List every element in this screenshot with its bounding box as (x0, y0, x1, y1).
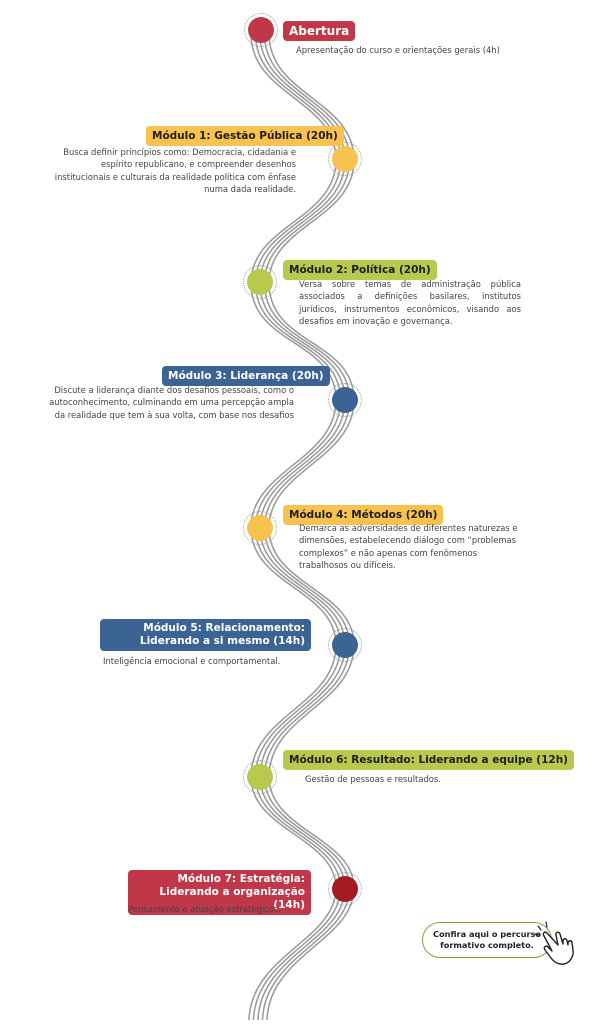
module-desc-modulo-3: Discute a liderança diante dos desafios … (49, 385, 294, 420)
timeline-node-modulo-3 (328, 383, 362, 417)
module-title-abertura: Abertura (283, 21, 356, 41)
timeline-node-modulo-5 (328, 628, 362, 662)
module-desc-modulo-2: Versa sobre temas de administração públi… (299, 279, 521, 327)
module-desc-abertura: Apresentação do curso e orientações gera… (296, 45, 500, 55)
module-title-modulo-7: Módulo 7: Estratégia: Liderando a organi… (128, 870, 311, 915)
timeline-node-modulo-4 (243, 511, 277, 545)
module-title-modulo-3: Módulo 3: Liderança (20h) (162, 366, 330, 386)
module-title-modulo-1: Módulo 1: Gestão Pública (20h) (146, 126, 344, 146)
module-desc-modulo-5: Inteligência emocional e comportamental. (103, 656, 281, 666)
module-title-modulo-5: Módulo 5: Relacionamento: Liderando a si… (100, 619, 311, 651)
cta-button[interactable]: Confira aqui o percurso formativo comple… (422, 922, 552, 958)
timeline-node-modulo-1 (328, 142, 362, 176)
module-title-modulo-4: Módulo 4: Métodos (20h) (283, 505, 444, 525)
module-desc-modulo-7: Pensamento e atuação estratégicos. (128, 904, 281, 914)
timeline-node-modulo-7 (328, 872, 362, 906)
module-title-modulo-2: Módulo 2: Política (20h) (283, 260, 437, 280)
timeline-node-modulo-2 (243, 265, 277, 299)
pointing-hand-icon (534, 921, 574, 965)
timeline-node-abertura (244, 13, 278, 47)
module-title-modulo-6: Módulo 6: Resultado: Liderando a equipe … (283, 750, 574, 770)
module-desc-modulo-4: Demarca as adversidades de diferentes na… (299, 523, 518, 571)
module-desc-modulo-6: Gestão de pessoas e resultados. (305, 774, 441, 784)
module-desc-modulo-1: Busca definir princípios como: Democraci… (54, 147, 296, 195)
timeline-node-modulo-6 (243, 760, 277, 794)
